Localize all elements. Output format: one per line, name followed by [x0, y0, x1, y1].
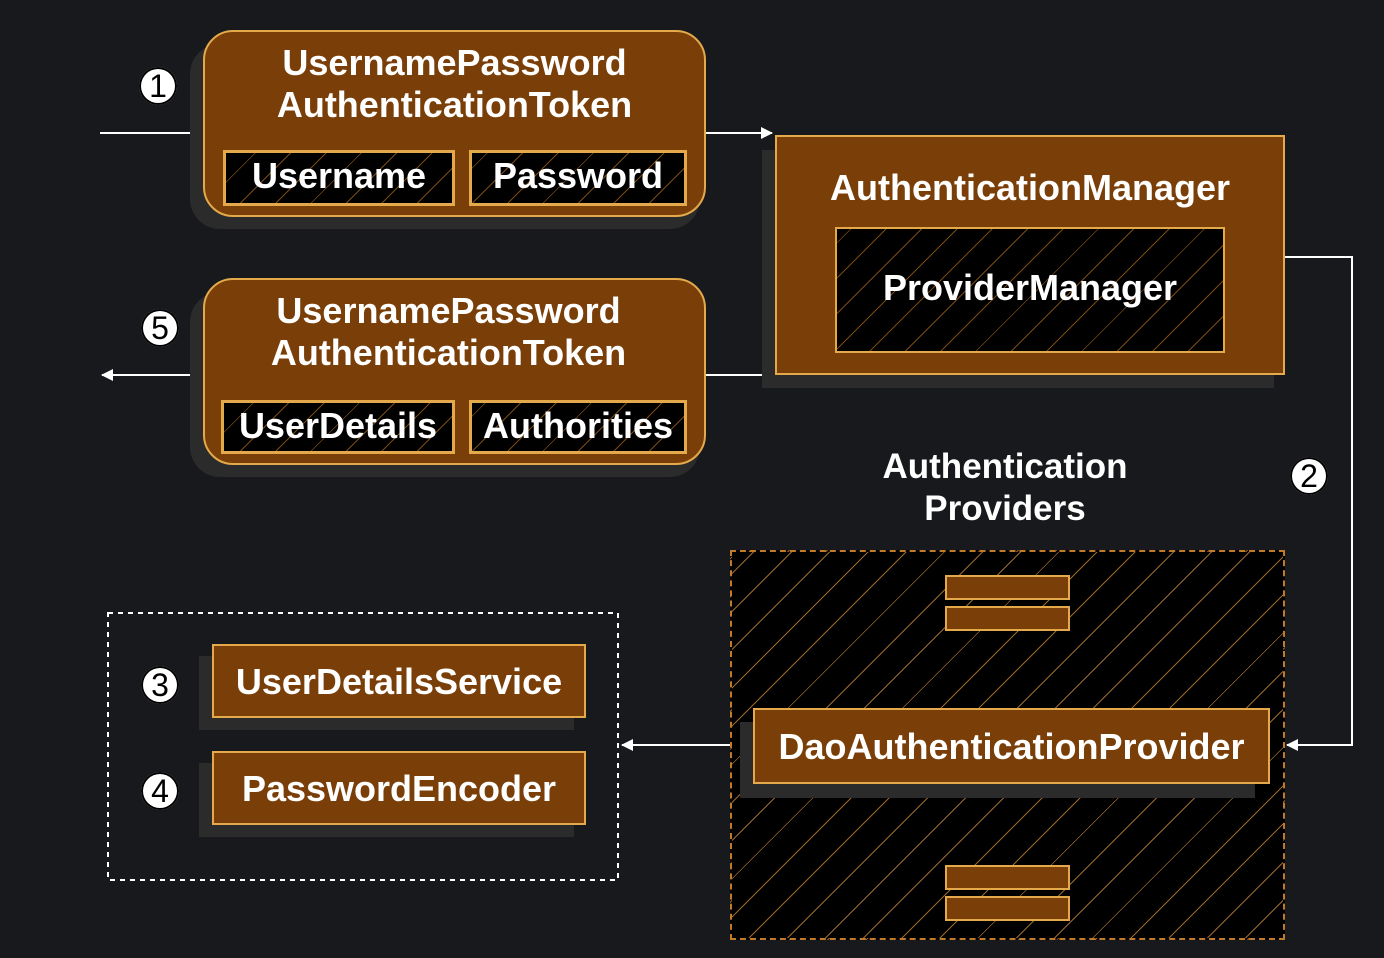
user-details-service-label: UserDetailsService [235, 661, 563, 702]
authentication-manager-title: AuthenticationManager [829, 167, 1231, 208]
provider-bar-2 [945, 606, 1070, 631]
dao-authentication-provider-box: DaoAuthenticationProvider [753, 708, 1270, 784]
providers-label-line2: Providers [924, 489, 1086, 528]
provider-bar-1 [945, 575, 1070, 600]
user-details-service-box: UserDetailsService [212, 644, 586, 718]
dao-authentication-provider-label: DaoAuthenticationProvider [778, 726, 1245, 767]
password-encoder-label: PasswordEncoder [241, 768, 557, 809]
token-in-title-line2: AuthenticationToken [276, 84, 633, 125]
token-out-title-line1: UsernamePassword [276, 290, 621, 331]
username-field: Username [223, 150, 455, 206]
token-out-title-line2: AuthenticationToken [270, 332, 627, 373]
password-field: Password [469, 150, 687, 206]
authorities-field: Authorities [469, 400, 687, 454]
providers-label-line1: Authentication [882, 447, 1128, 486]
services-container [107, 612, 619, 881]
token-out-box: UsernamePassword AuthenticationToken Use… [203, 278, 706, 465]
password-encoder-box: PasswordEncoder [212, 751, 586, 825]
authentication-manager-box: AuthenticationManager ProviderManager [775, 135, 1285, 375]
token-in-box: UsernamePassword AuthenticationToken Use… [203, 30, 706, 217]
provider-bar-3 [945, 865, 1070, 890]
step-2-badge: 2 [1290, 457, 1328, 495]
userdetails-field: UserDetails [221, 400, 455, 454]
step-4-badge: 4 [141, 772, 179, 810]
token-in-title-line1: UsernamePassword [282, 42, 627, 83]
provider-manager-box: ProviderManager [835, 227, 1225, 353]
step-3-badge: 3 [141, 666, 179, 704]
step-1-badge: 1 [139, 67, 177, 105]
arrow-step2 [1285, 256, 1353, 751]
providers-label: Authentication Providers [830, 446, 1180, 530]
step-5-badge: 5 [141, 309, 179, 347]
provider-bar-4 [945, 896, 1070, 921]
